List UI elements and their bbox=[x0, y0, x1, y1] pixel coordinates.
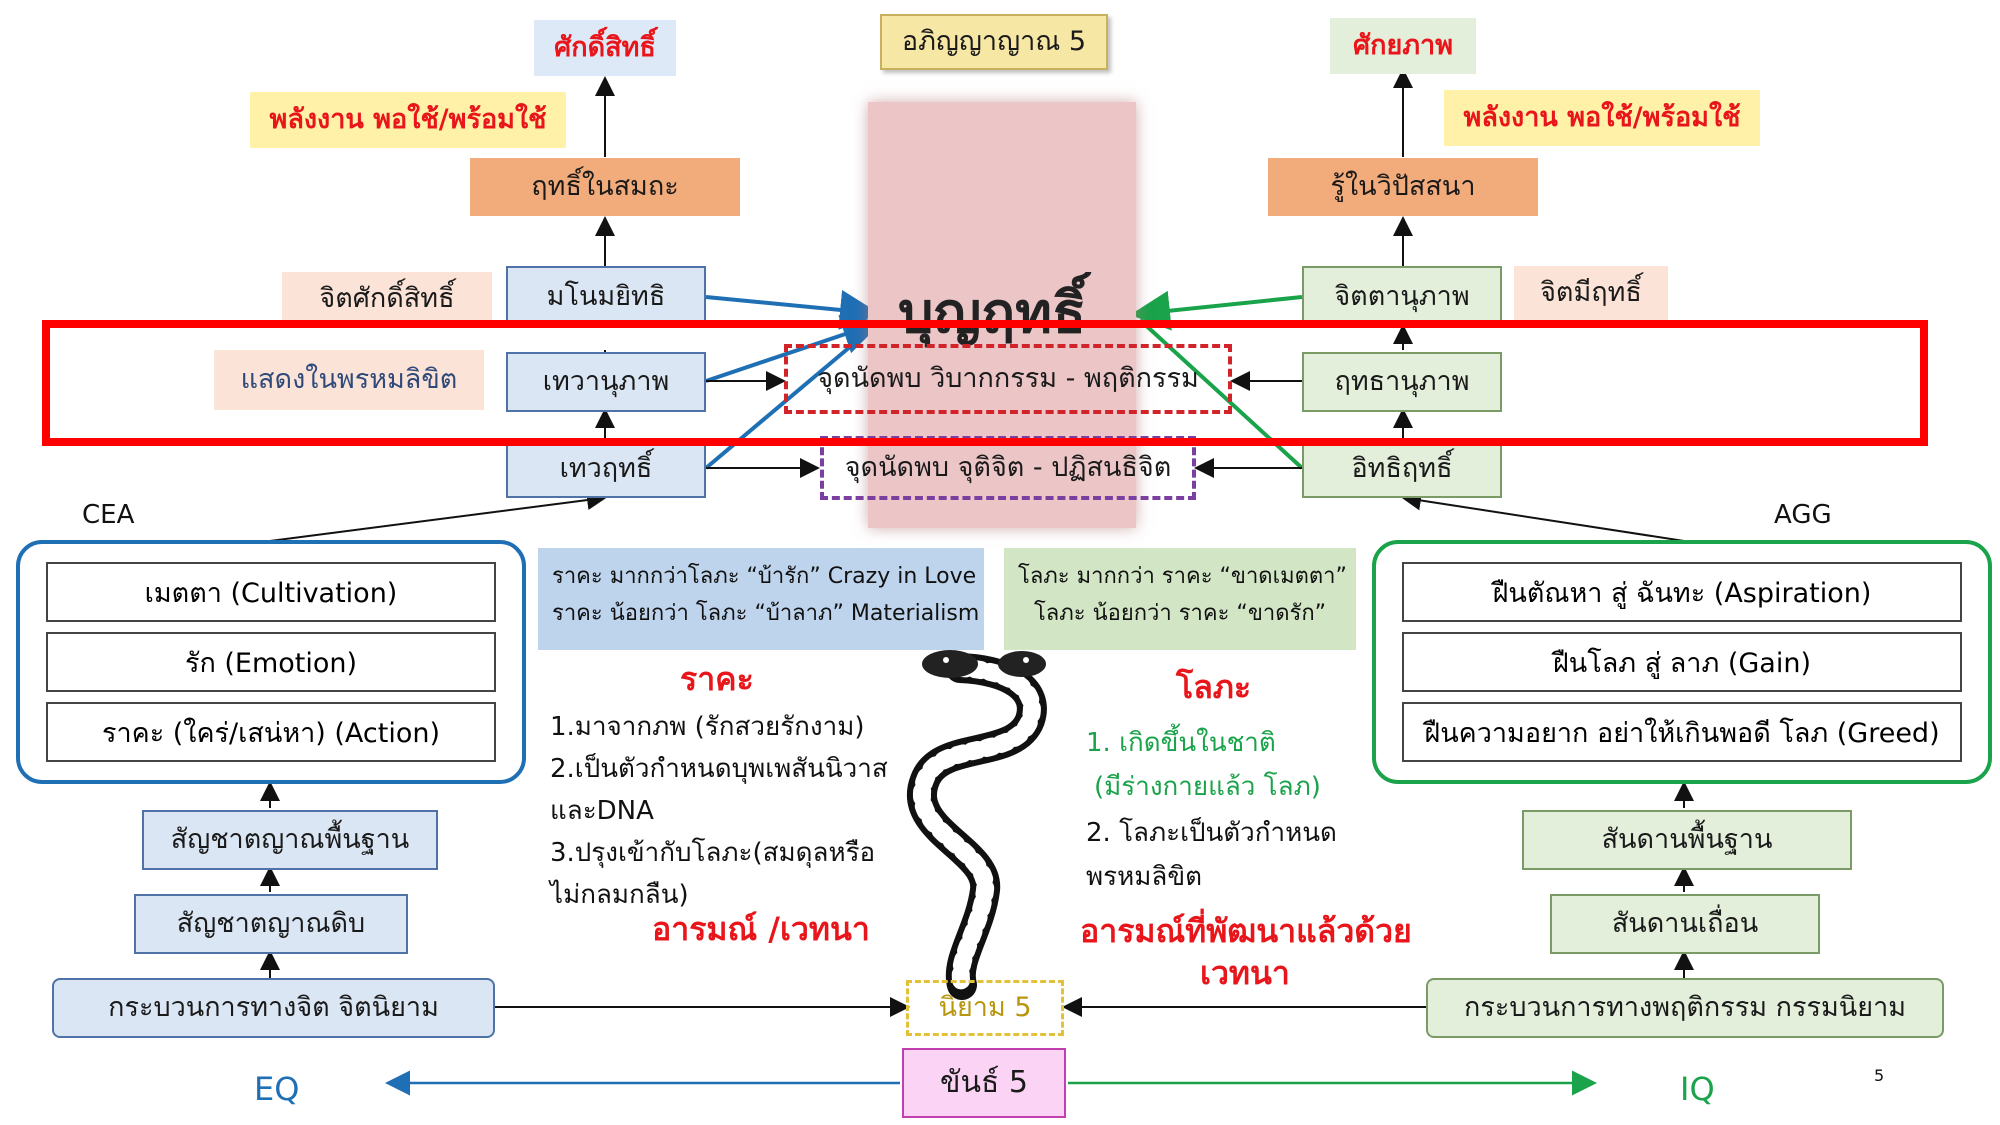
lobha-green-line-1: 1. เกิดขึ้นในชาติ bbox=[1086, 728, 1276, 758]
eq-label: EQ bbox=[254, 1070, 300, 1108]
agg-item-aspiration: ฝืนตัณหา สู่ ฉันทะ (Aspiration) bbox=[1402, 562, 1962, 622]
cittanubhava-box: จิตตานุภาพ bbox=[1302, 266, 1502, 328]
devanubhava-box: เทวานุภาพ bbox=[506, 352, 706, 412]
lobha-note-line-2: โลภะ น้อยกว่า ราคะ “ขาดรัก” bbox=[1033, 601, 1327, 627]
instinct-raw-box: สัญชาตญาณดิบ bbox=[134, 894, 408, 954]
raga-line-4: 3.ปรุงเข้ากับโลภะ(สมดุลหรือ bbox=[550, 838, 876, 868]
left-power-box: ศักดิ์สิทธิ์ bbox=[534, 20, 676, 76]
page-number: 5 bbox=[1874, 1066, 1885, 1085]
lobha-footer-2: เวทนา bbox=[1200, 954, 1290, 992]
highlight-rect bbox=[42, 320, 1928, 446]
mental-process-box: กระบวนการทางจิต จิตนิยาม bbox=[52, 978, 495, 1038]
left-label-sacred: จิตศักดิ์สิทธิ์ bbox=[282, 272, 492, 326]
idhiiddhi-box: อิทธิฤทธิ์ bbox=[1302, 440, 1502, 498]
meet-point-kamma: จุดนัดพบ วิบากกรรม - พฤติกรรม bbox=[784, 344, 1232, 414]
cea-panel: เมตตา (Cultivation) รัก (Emotion) ราคะ (… bbox=[16, 540, 526, 784]
niyama-box: นิยาม 5 bbox=[906, 980, 1064, 1036]
cea-item-rak: รัก (Emotion) bbox=[46, 632, 496, 692]
raga-note-line-1: ราคะ มากกว่าโลภะ “บ้ารัก” Crazy in Love bbox=[552, 564, 977, 589]
right-power-box: ศักยภาพ bbox=[1330, 18, 1476, 74]
raga-line-5: ไม่กลมกลืน) bbox=[550, 880, 689, 910]
lobha-note-line-1: โลภะ มากกว่า ราคะ “ขาดเมตตา” bbox=[1018, 564, 1347, 589]
right-label-mind: จิตมีฤทธิ์ bbox=[1514, 266, 1668, 320]
lobha-title: โลภะ bbox=[1176, 668, 1252, 706]
lobha-footer-1: อารมณ์ที่พัฒนาแล้วด้วย bbox=[1080, 912, 1412, 950]
raga-line-3: และDNA bbox=[550, 796, 654, 826]
left-label-brahma: แสดงในพรหมลิขิต bbox=[214, 350, 484, 410]
cea-label: CEA bbox=[82, 500, 135, 530]
raga-note-box: ราคะ มากกว่าโลภะ “บ้ารัก” Crazy in Love … bbox=[538, 548, 984, 650]
khandha-box: ขันธ์ 5 bbox=[902, 1048, 1066, 1118]
lobha-note-box: โลภะ มากกว่า ราคะ “ขาดเมตตา” โลภะ น้อยกว… bbox=[1004, 548, 1356, 650]
raga-line-1: 1.มาจากภพ (รักสวยรักงาม) bbox=[550, 712, 865, 742]
abhinna-box: อภิญญาญาณ 5 bbox=[880, 14, 1108, 70]
cea-item-raga: ราคะ (ใคร่/เสน่หา) (Action) bbox=[46, 702, 496, 762]
left-energy-box: พลังงาน พอใช้/พร้อมใช้ bbox=[250, 92, 566, 148]
cea-item-metta: เมตตา (Cultivation) bbox=[46, 562, 496, 622]
sandan-wild-box: สันดานเถื่อน bbox=[1550, 894, 1820, 954]
lobha-green-line-2: (มีร่างกายแล้ว โลภ) bbox=[1094, 772, 1321, 802]
agg-panel: ฝืนตัณหา สู่ ฉันทะ (Aspiration) ฝืนโลภ ส… bbox=[1372, 540, 1992, 784]
manomayiddhi-box: มโนมยิทธิ bbox=[506, 266, 706, 328]
raga-line-2: 2.เป็นตัวกำหนดบุพเพสันนิวาส bbox=[550, 754, 888, 784]
agg-item-gain: ฝืนโลภ สู่ ลาภ (Gain) bbox=[1402, 632, 1962, 692]
instinct-base-box: สัญชาตญาณพื้นฐาน bbox=[142, 810, 438, 870]
raga-note-line-2: ราคะ น้อยกว่า โลภะ “บ้าลาภ” Materialism bbox=[552, 601, 980, 627]
right-energy-box: พลังงาน พอใช้/พร้อมใช้ bbox=[1444, 90, 1760, 146]
samatha-box: ฤทธิ์ในสมถะ bbox=[470, 158, 740, 216]
iddhanubhava-box: ฤทธานุภาพ bbox=[1302, 352, 1502, 412]
sandan-base-box: สันดานพื้นฐาน bbox=[1522, 810, 1852, 870]
center-title: บุญฤทธิ์ bbox=[898, 281, 1087, 346]
iq-label: IQ bbox=[1680, 1070, 1715, 1108]
center-pillar bbox=[868, 102, 1136, 528]
behavior-process-box: กระบวนการทางพฤติกรรม กรรมนิยาม bbox=[1426, 978, 1944, 1038]
vipassana-box: รู้ในวิปัสสนา bbox=[1268, 158, 1538, 216]
raga-title: ราคะ bbox=[680, 660, 754, 698]
lobha-line-1: 2. โลภะเป็นตัวกำหนด bbox=[1086, 818, 1337, 848]
agg-item-greed: ฝืนความอยาก อย่าให้เกินพอดี โลภ (Greed) bbox=[1402, 702, 1962, 762]
raga-footer: อารมณ์ /เวทนา bbox=[652, 910, 870, 948]
lobha-line-2: พรหมลิขิต bbox=[1086, 862, 1202, 892]
agg-label: AGG bbox=[1774, 500, 1832, 530]
